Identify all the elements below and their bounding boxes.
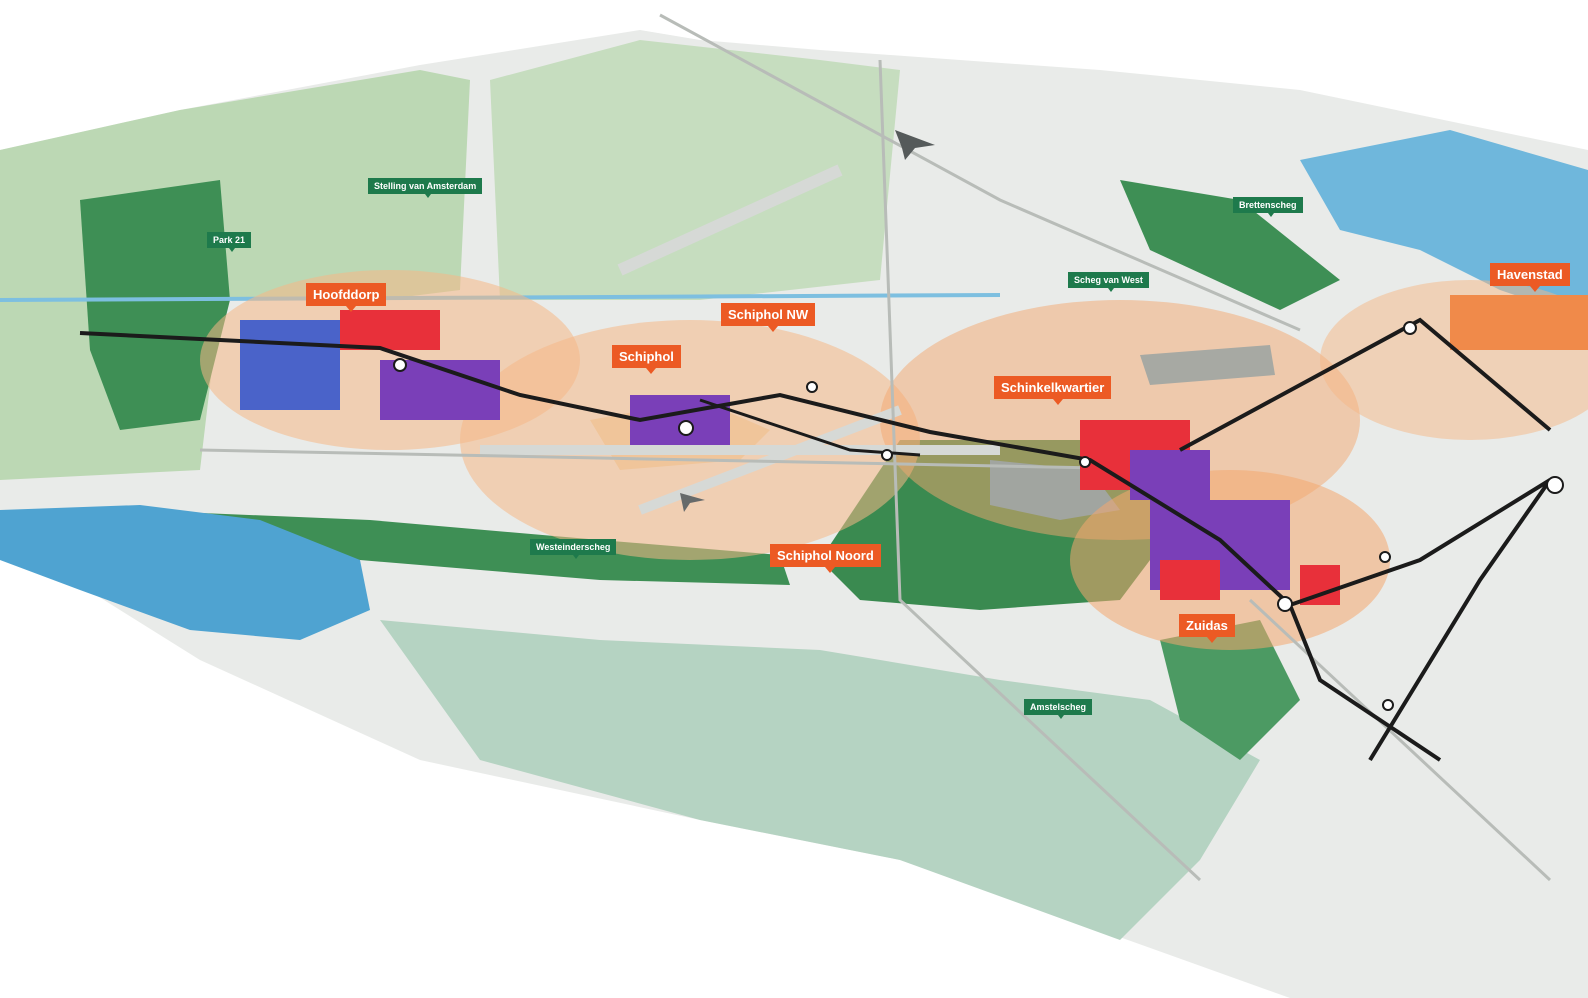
airplane-icon — [680, 493, 705, 512]
green-label-park-21: Park 21 — [207, 232, 252, 252]
hub-label-schiphol-nw: Schiphol NW — [721, 303, 816, 332]
road — [199, 448, 1201, 472]
forest-park21 — [80, 180, 230, 430]
hub-label-zuidas: Zuidas — [1179, 614, 1235, 643]
hub-label-schinkelkwartier: Schinkelkwartier — [994, 376, 1112, 405]
green-label-scheg-van-west: Scheg van West — [1068, 272, 1149, 292]
buildings-hoofddorp — [340, 310, 440, 350]
rail-station — [1382, 699, 1394, 711]
hub-label-hoofddorp: Hoofddorp — [306, 283, 387, 312]
rail-line — [1179, 317, 1552, 452]
green-label-amstelscheg: Amstelscheg — [1024, 699, 1093, 719]
rail-line — [699, 398, 921, 457]
green-label-brettenscheg: Brettenscheg — [1233, 197, 1303, 217]
buildings-hoofddorp — [240, 320, 340, 410]
rail-station — [678, 420, 694, 436]
rail-station — [881, 449, 893, 461]
forest-westeinder — [130, 510, 790, 585]
buildings-havenstad — [1450, 295, 1588, 350]
runway — [617, 164, 843, 276]
road — [659, 13, 1301, 332]
hub-label-schiphol: Schiphol — [612, 345, 681, 374]
rail-station — [393, 358, 407, 372]
airplane-icon — [895, 130, 935, 160]
hub-label-schiphol-noord: Schiphol Noord — [770, 544, 881, 573]
rail-station — [1379, 551, 1391, 563]
road — [1248, 598, 1552, 882]
hub-label-havenstad: Havenstad — [1490, 263, 1570, 292]
green-label-westeinderscheg: Westeinderscheg — [530, 539, 617, 559]
rail-line — [1288, 604, 1442, 762]
forest-brettenscheg — [1120, 180, 1340, 310]
road — [878, 59, 1202, 882]
rail-station — [1546, 476, 1564, 494]
rail-line — [1368, 478, 1552, 762]
green-label-stelling-van-amsterdam: Stelling van Amsterdam — [368, 178, 483, 198]
water-westeinderplassen — [0, 505, 370, 640]
forest-amstelscheg — [1160, 620, 1300, 760]
rail-line — [79, 331, 1292, 607]
rail-station — [1079, 456, 1091, 468]
rail-line — [1289, 478, 1552, 607]
polder-central — [490, 40, 900, 300]
rail-station — [1403, 321, 1417, 335]
rail-station — [1277, 596, 1293, 612]
rail-station — [806, 381, 818, 393]
buildings-zuidas — [1160, 560, 1220, 600]
